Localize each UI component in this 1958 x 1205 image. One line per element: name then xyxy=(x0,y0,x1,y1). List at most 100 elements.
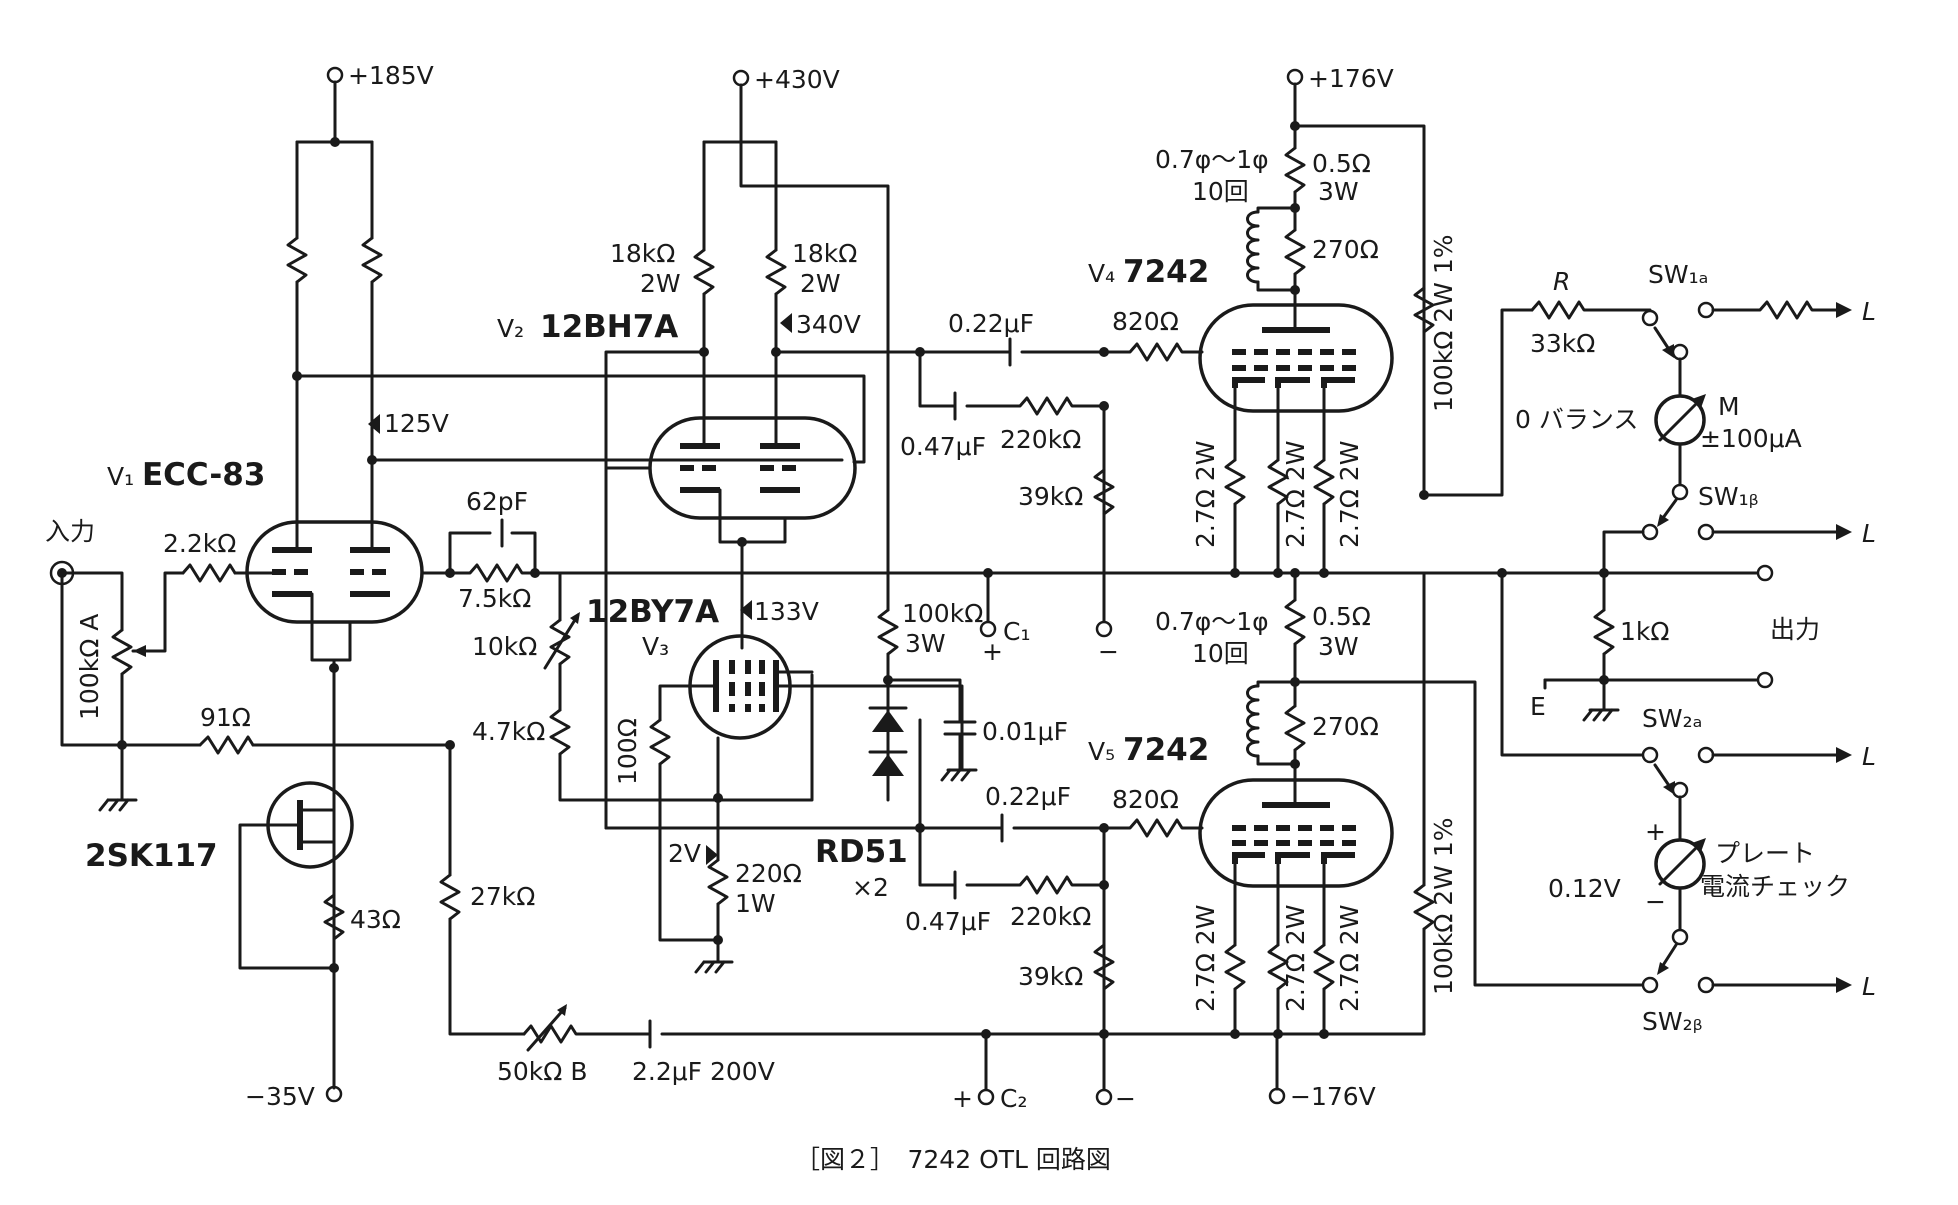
svg-text:0.7φ〜1φ: 0.7φ〜1φ xyxy=(1155,145,1269,174)
svg-text:820Ω: 820Ω xyxy=(1112,785,1179,814)
tube-v1: V₁ ECC-83 xyxy=(107,457,424,624)
svg-text:270Ω: 270Ω xyxy=(1312,235,1379,264)
svg-text:3W: 3W xyxy=(1318,177,1359,206)
tube-v3: 12BY7A V₃ 133V xyxy=(586,594,819,740)
svg-text:+: + xyxy=(982,637,1003,666)
svg-text:0.47μF: 0.47μF xyxy=(900,432,986,461)
svg-text:0.5Ω: 0.5Ω xyxy=(1312,602,1371,631)
input-section: 入力 2.2kΩ 100kΩ A 91Ω xyxy=(45,517,455,812)
svg-text:100kΩ 2W 1%: 100kΩ 2W 1% xyxy=(1429,818,1458,995)
svg-text:E: E xyxy=(1530,692,1546,721)
svg-text:1W: 1W xyxy=(735,889,776,918)
svg-text:V₃: V₃ xyxy=(642,632,669,661)
v4-wiring: 0.5Ω 3W 0.7φ〜1φ 10回 270Ω 2.7Ω 2W 2.7Ω 2W… xyxy=(1155,145,1458,575)
svg-text:0.7φ〜1φ: 0.7φ〜1φ xyxy=(1155,607,1269,636)
svg-text:L: L xyxy=(1862,972,1876,1001)
svg-text:出力: 出力 xyxy=(1770,615,1820,644)
svg-text:0 バランス: 0 バランス xyxy=(1515,405,1638,434)
rail-430v: +430V xyxy=(702,65,890,572)
svg-text:+: + xyxy=(1645,817,1666,846)
svg-text:39kΩ: 39kΩ xyxy=(1018,482,1083,511)
v4-grid-network: 0.22μF 0.47μF 220kΩ 820Ω 39kΩ xyxy=(900,307,1204,622)
svg-text:入力: 入力 xyxy=(45,517,95,546)
svg-text:+185V: +185V xyxy=(348,61,434,90)
svg-text:100kΩ: 100kΩ xyxy=(902,599,983,628)
tube-v2: V₂ 12BH7A xyxy=(497,309,857,520)
svg-text:R: R xyxy=(1553,267,1570,296)
svg-text:62pF: 62pF xyxy=(466,487,528,516)
rail-185v: +185V xyxy=(295,61,434,147)
figure-caption: ［図２］ 7242 OTL 回路図 xyxy=(795,1145,1111,1174)
balance-meter-section: R 33kΩ SW₁ₐ L 0 バランス M ±100μA SW₁ᵦ L xyxy=(1422,260,1876,575)
fet-2sk117: 43Ω 2SK117 xyxy=(85,781,401,973)
svg-text:18kΩ: 18kΩ xyxy=(792,239,857,268)
svg-text:0.12V: 0.12V xyxy=(1548,874,1621,903)
svg-text:+: + xyxy=(952,1084,973,1113)
coupling-network: 62pF 7.5kΩ 10kΩ 4.7kΩ 27kΩ 50kΩ B 2.2μF … xyxy=(420,487,1426,1086)
svg-text:−35V: −35V xyxy=(245,1082,315,1111)
svg-text:270Ω: 270Ω xyxy=(1312,712,1379,741)
svg-text:27kΩ: 27kΩ xyxy=(470,882,535,911)
svg-text:L: L xyxy=(1862,519,1876,548)
svg-text:820Ω: 820Ω xyxy=(1112,307,1179,336)
svg-text:220kΩ: 220kΩ xyxy=(1000,425,1081,454)
svg-text:プレート: プレート xyxy=(1715,839,1815,868)
svg-text:−: − xyxy=(1098,637,1119,666)
rail-minus-35v: −35V xyxy=(245,1082,343,1111)
svg-text:C₂: C₂ xyxy=(1000,1084,1027,1113)
svg-text:V₂: V₂ xyxy=(497,314,524,343)
svg-text:100kΩ A: 100kΩ A xyxy=(75,614,104,720)
bias-network: 100kΩ 3W RD51 ×2 0.01μF xyxy=(815,568,1068,902)
svg-text:220Ω: 220Ω xyxy=(735,859,802,888)
svg-text:2W: 2W xyxy=(800,269,841,298)
svg-text:−176V: −176V xyxy=(1290,1082,1376,1111)
svg-text:C₁: C₁ xyxy=(1003,617,1030,646)
v2-wiring: 18kΩ 2W 18kΩ 2W 340V xyxy=(604,140,1004,830)
svg-text:4.7kΩ: 4.7kΩ xyxy=(472,717,545,746)
svg-text:SW₁ₐ: SW₁ₐ xyxy=(1648,260,1708,289)
svg-text:0.22μF: 0.22μF xyxy=(948,309,1034,338)
svg-text:電流チェック: 電流チェック xyxy=(1700,872,1850,901)
svg-text:1kΩ: 1kΩ xyxy=(1620,617,1670,646)
svg-text:125V: 125V xyxy=(384,409,449,438)
svg-text:340V: 340V xyxy=(796,310,861,339)
svg-text:SW₂ᵦ: SW₂ᵦ xyxy=(1642,1007,1703,1036)
svg-text:2.7Ω 2W: 2.7Ω 2W xyxy=(1191,905,1220,1012)
svg-text:−: − xyxy=(1645,887,1666,916)
svg-text:+430V: +430V xyxy=(754,65,840,94)
svg-text:7242: 7242 xyxy=(1123,254,1209,290)
svg-text:+176V: +176V xyxy=(1308,64,1394,93)
svg-text:2.7Ω 2W: 2.7Ω 2W xyxy=(1281,905,1310,1012)
svg-text:43Ω: 43Ω xyxy=(350,905,401,934)
svg-text:3W: 3W xyxy=(1318,632,1359,661)
terminal-c1: C₁ + − xyxy=(979,416,1119,666)
tube-v5: V₅ 7242 xyxy=(1088,732,1394,888)
svg-text:7242: 7242 xyxy=(1123,732,1209,768)
svg-text:±100μA: ±100μA xyxy=(1700,424,1802,453)
svg-text:2.7Ω 2W: 2.7Ω 2W xyxy=(1191,441,1220,548)
svg-text:V₅: V₅ xyxy=(1088,737,1115,766)
v5-wiring: 0.5Ω 3W 0.7φ〜1φ 10回 270Ω 2.7Ω 2W 2.7Ω 2W… xyxy=(1155,571,1652,1039)
svg-text:2.2kΩ: 2.2kΩ xyxy=(163,529,236,558)
svg-text:10回: 10回 xyxy=(1192,177,1249,206)
rail-minus-176v: −176V xyxy=(1268,1034,1376,1111)
svg-text:2.7Ω 2W: 2.7Ω 2W xyxy=(1335,905,1364,1012)
rail-plus-176v: +176V xyxy=(1286,64,1426,497)
svg-text:39kΩ: 39kΩ xyxy=(1018,962,1083,991)
svg-text:220kΩ: 220kΩ xyxy=(1010,902,1091,931)
svg-text:10kΩ: 10kΩ xyxy=(472,632,537,661)
svg-text:ECC-83: ECC-83 xyxy=(142,457,265,493)
svg-text:133V: 133V xyxy=(754,597,819,626)
svg-text:×2: ×2 xyxy=(852,873,889,902)
v3-wiring: 100Ω 2V 220Ω 1W xyxy=(613,670,964,974)
plate-current-check: SW₂ₐ L + プレート 電流チェック 0.12V − SW₂ᵦ L xyxy=(1500,571,1876,1036)
svg-text:3W: 3W xyxy=(905,629,946,658)
output-bus: 出力 xyxy=(558,564,1820,644)
svg-text:−: − xyxy=(1115,1084,1136,1113)
svg-text:2.7Ω 2W: 2.7Ω 2W xyxy=(1335,441,1364,548)
svg-text:L: L xyxy=(1862,297,1876,326)
svg-text:50kΩ B: 50kΩ B xyxy=(497,1057,588,1086)
svg-text:100Ω: 100Ω xyxy=(613,718,642,785)
svg-text:2.7Ω 2W: 2.7Ω 2W xyxy=(1281,441,1310,548)
